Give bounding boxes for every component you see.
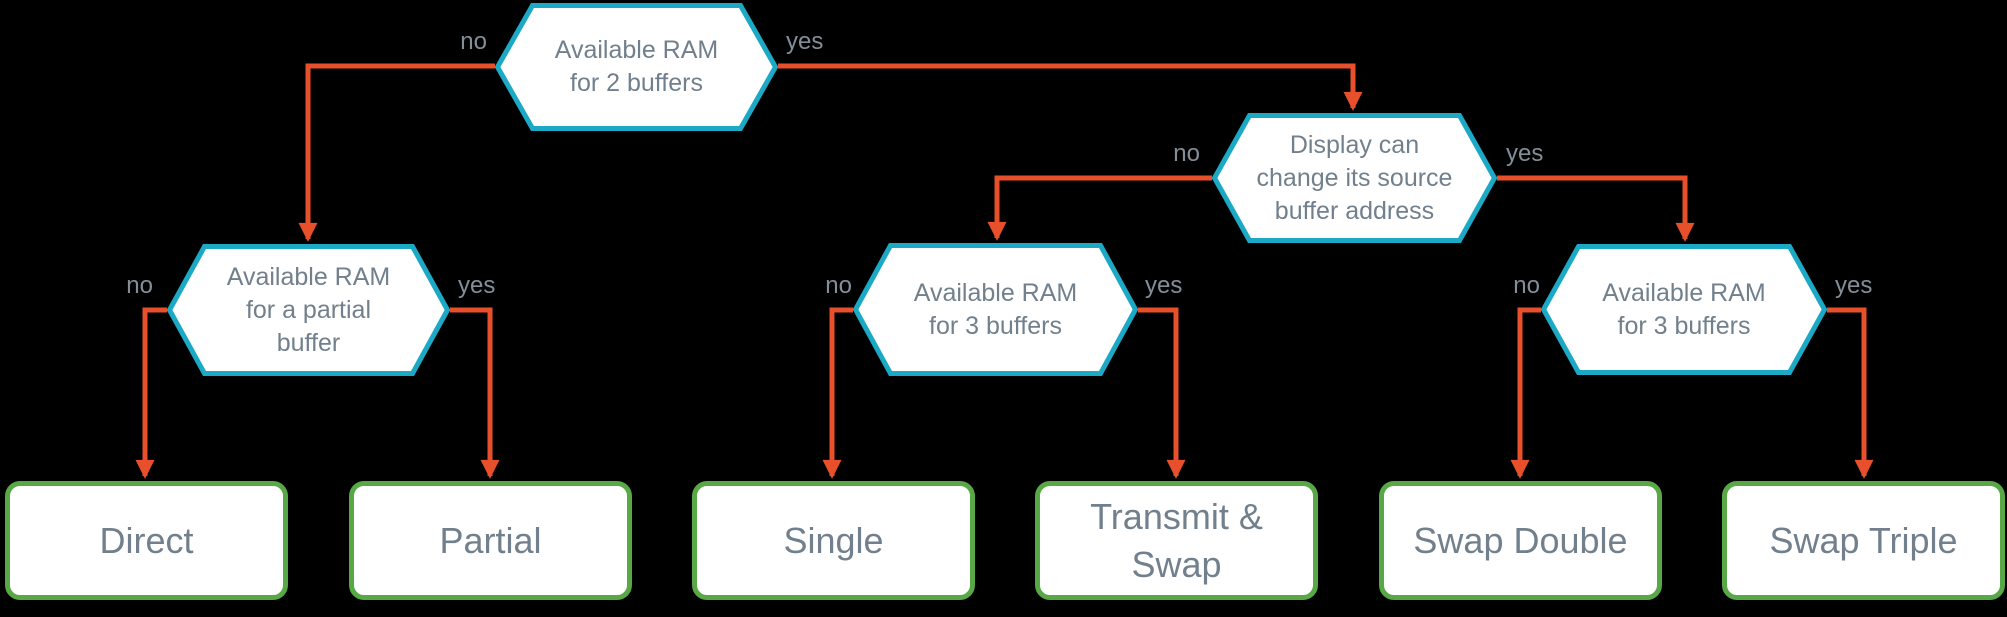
decision-label: Available RAM for 2 buffers — [555, 34, 719, 100]
edge-label-display-yes: yes — [1506, 140, 1544, 167]
decision-label-line: Available RAM — [1602, 278, 1766, 307]
decision-label-line: buffer — [276, 328, 341, 357]
decision-label: Available RAM for a partial buffer — [227, 261, 391, 360]
result-swap-double: Swap Double — [1379, 481, 1662, 600]
result-transmit-swap: Transmit & Swap — [1035, 481, 1318, 600]
result-label: Direct — [99, 519, 194, 561]
decision-label: Available RAM for 3 buffers — [1602, 277, 1766, 343]
decision-label-line: Available RAM — [554, 36, 719, 64]
edge-display-no-line — [987, 175, 1212, 241]
decision-label-line: for a partial — [245, 295, 372, 324]
result-direct: Direct — [5, 481, 288, 600]
decision-ram-partial-buffer: Available RAM for a partial buffer — [167, 244, 450, 376]
decision-label: Available RAM for 3 buffers — [914, 277, 1078, 343]
result-partial: Partial — [349, 481, 632, 600]
edge-label-ram3-left-no: no — [825, 272, 852, 299]
hexagon-shape — [1212, 113, 1497, 243]
decision-label-line: change its source — [1256, 163, 1453, 192]
decision-label-line: Display can — [1289, 130, 1420, 159]
result-label: Partial — [439, 519, 542, 561]
edge-ram2-no-line — [298, 63, 495, 242]
result-single: Single — [692, 481, 975, 600]
decision-label-line: Available RAM — [226, 262, 391, 291]
edge-label-ram2-yes: yes — [786, 28, 824, 55]
edge-display-yes-line — [1497, 175, 1695, 242]
decision-label-line: for 2 buffers — [570, 69, 703, 97]
decision-label: Display can change its source buffer add… — [1257, 129, 1453, 228]
decision-label-line: for 3 buffers — [929, 311, 1062, 340]
hexagon-shape — [495, 3, 778, 131]
edge-label-ram3-left-yes: yes — [1145, 272, 1183, 299]
decision-label-line: buffer address — [1274, 196, 1435, 225]
edge-label-ram2-no: no — [460, 28, 487, 55]
edge-label-partial-no: no — [126, 272, 153, 299]
hexagon-shape — [853, 243, 1138, 376]
result-label: Swap Double — [1413, 519, 1628, 561]
edge-ram3-right-no-line — [1510, 307, 1541, 479]
decision-ram-3-buffers-right: Available RAM for 3 buffers — [1541, 244, 1827, 375]
decision-ram-3-buffers-left: Available RAM for 3 buffers — [853, 243, 1138, 376]
edge-ram3-left-yes-line — [1138, 307, 1186, 479]
edge-ram3-right-yes-line — [1827, 307, 1874, 479]
result-swap-triple: Swap Triple — [1722, 481, 2005, 600]
edge-label-display-no: no — [1173, 140, 1200, 167]
result-label: Swap Triple — [1769, 519, 1958, 561]
decision-display-source-address: Display can change its source buffer add… — [1212, 113, 1497, 243]
hexagon-shape — [1541, 244, 1827, 375]
decision-label-line: for 3 buffers — [1617, 311, 1751, 340]
result-label-line: Transmit & — [1090, 495, 1263, 537]
decision-label-line: Available RAM — [913, 278, 1078, 307]
result-label: Single — [783, 519, 884, 561]
edge-partial-yes-line — [450, 307, 500, 479]
decision-ram-2-buffers: Available RAM for 2 buffers — [495, 3, 778, 131]
edge-label-partial-yes: yes — [458, 272, 496, 299]
edge-label-ram3-right-no: no — [1513, 272, 1540, 299]
edge-partial-no-line — [135, 307, 167, 479]
edge-ram2-yes-line — [778, 63, 1363, 111]
edge-ram3-left-no-line — [822, 307, 853, 479]
result-label: Transmit & Swap — [1090, 493, 1263, 589]
edge-label-ram3-right-yes: yes — [1835, 272, 1873, 299]
hexagon-shape — [167, 244, 450, 376]
result-label-line: Swap — [1131, 543, 1222, 585]
